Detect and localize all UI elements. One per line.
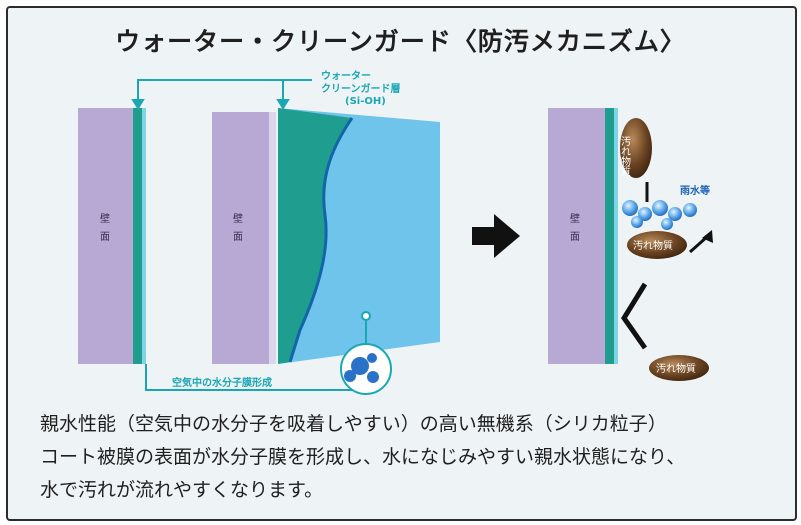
flow-chevron-icon [621,282,648,350]
panel-coated-wall: 壁 面 [78,108,146,364]
layer-label-line2: クリーンガード層 [321,82,401,95]
wall-panel-1 [78,108,133,364]
dirt-particle-bottom [649,355,709,381]
wall-panel-2 [212,112,275,364]
dirt-particle-middle [627,231,687,259]
panel-zoomed-coating: 壁 面 [212,108,440,364]
layer-connector [131,79,312,110]
dirt-particle-top [620,118,652,178]
coating-edge-3 [614,108,618,364]
caption-line-3: 水で汚れが流れやすくなります。 [40,479,324,501]
wall-char-top-1: 壁 [100,212,110,225]
caption-line-1: 親水性能（空気中の水分子を吸着しやすい）の高い無機系（シリカ粒子） [40,413,667,435]
wall-char-bottom-1: 面 [100,232,110,243]
diagram-title: ウォーター・クリーンガード〈防汚メカニズム〉 [115,27,686,56]
big-arrow-icon [472,214,520,258]
panel-result: 壁 面 汚れ物質 雨水等 汚れ物質 汚れ物質 [548,108,713,381]
coating-boundary [288,117,354,363]
layer-label-line1: ウォーター [321,70,371,82]
wall-char-bottom-3: 面 [570,232,580,243]
caption: 親水性能（空気中の水分子を吸着しやすい）の高い無機系（シリカ粒子） コート被膜の… [40,408,770,507]
wall-edge-2 [269,112,276,364]
dirt-label-middle: 汚れ物質 [633,239,673,252]
coating-layer-1 [133,108,142,364]
wall-char-bottom-2: 面 [233,232,243,243]
small-arrow-icon [645,182,713,254]
coating-layer-3 [605,108,614,364]
dirt-label-top: 汚れ物質 [619,135,631,177]
coating-edge-1 [142,108,146,364]
water-molecule-icon [340,343,392,395]
wall-char-top-2: 壁 [233,212,243,225]
caption-line-2: コート被膜の表面が水分子膜を形成し、水になじみやすい親水状態になり、 [40,446,686,468]
layer-label-line3: (Si-OH) [345,96,386,107]
coating-layer-2 [278,108,352,364]
film-label: 空気中の水分子膜形成 [172,376,272,389]
dirt-label-bottom: 汚れ物質 [656,362,696,375]
rain-drops-icon [622,200,697,230]
wall-panel-3 [548,108,605,364]
film-marker [361,311,371,321]
wall-char-top-3: 壁 [570,212,580,225]
rain-label: 雨水等 [680,184,710,197]
